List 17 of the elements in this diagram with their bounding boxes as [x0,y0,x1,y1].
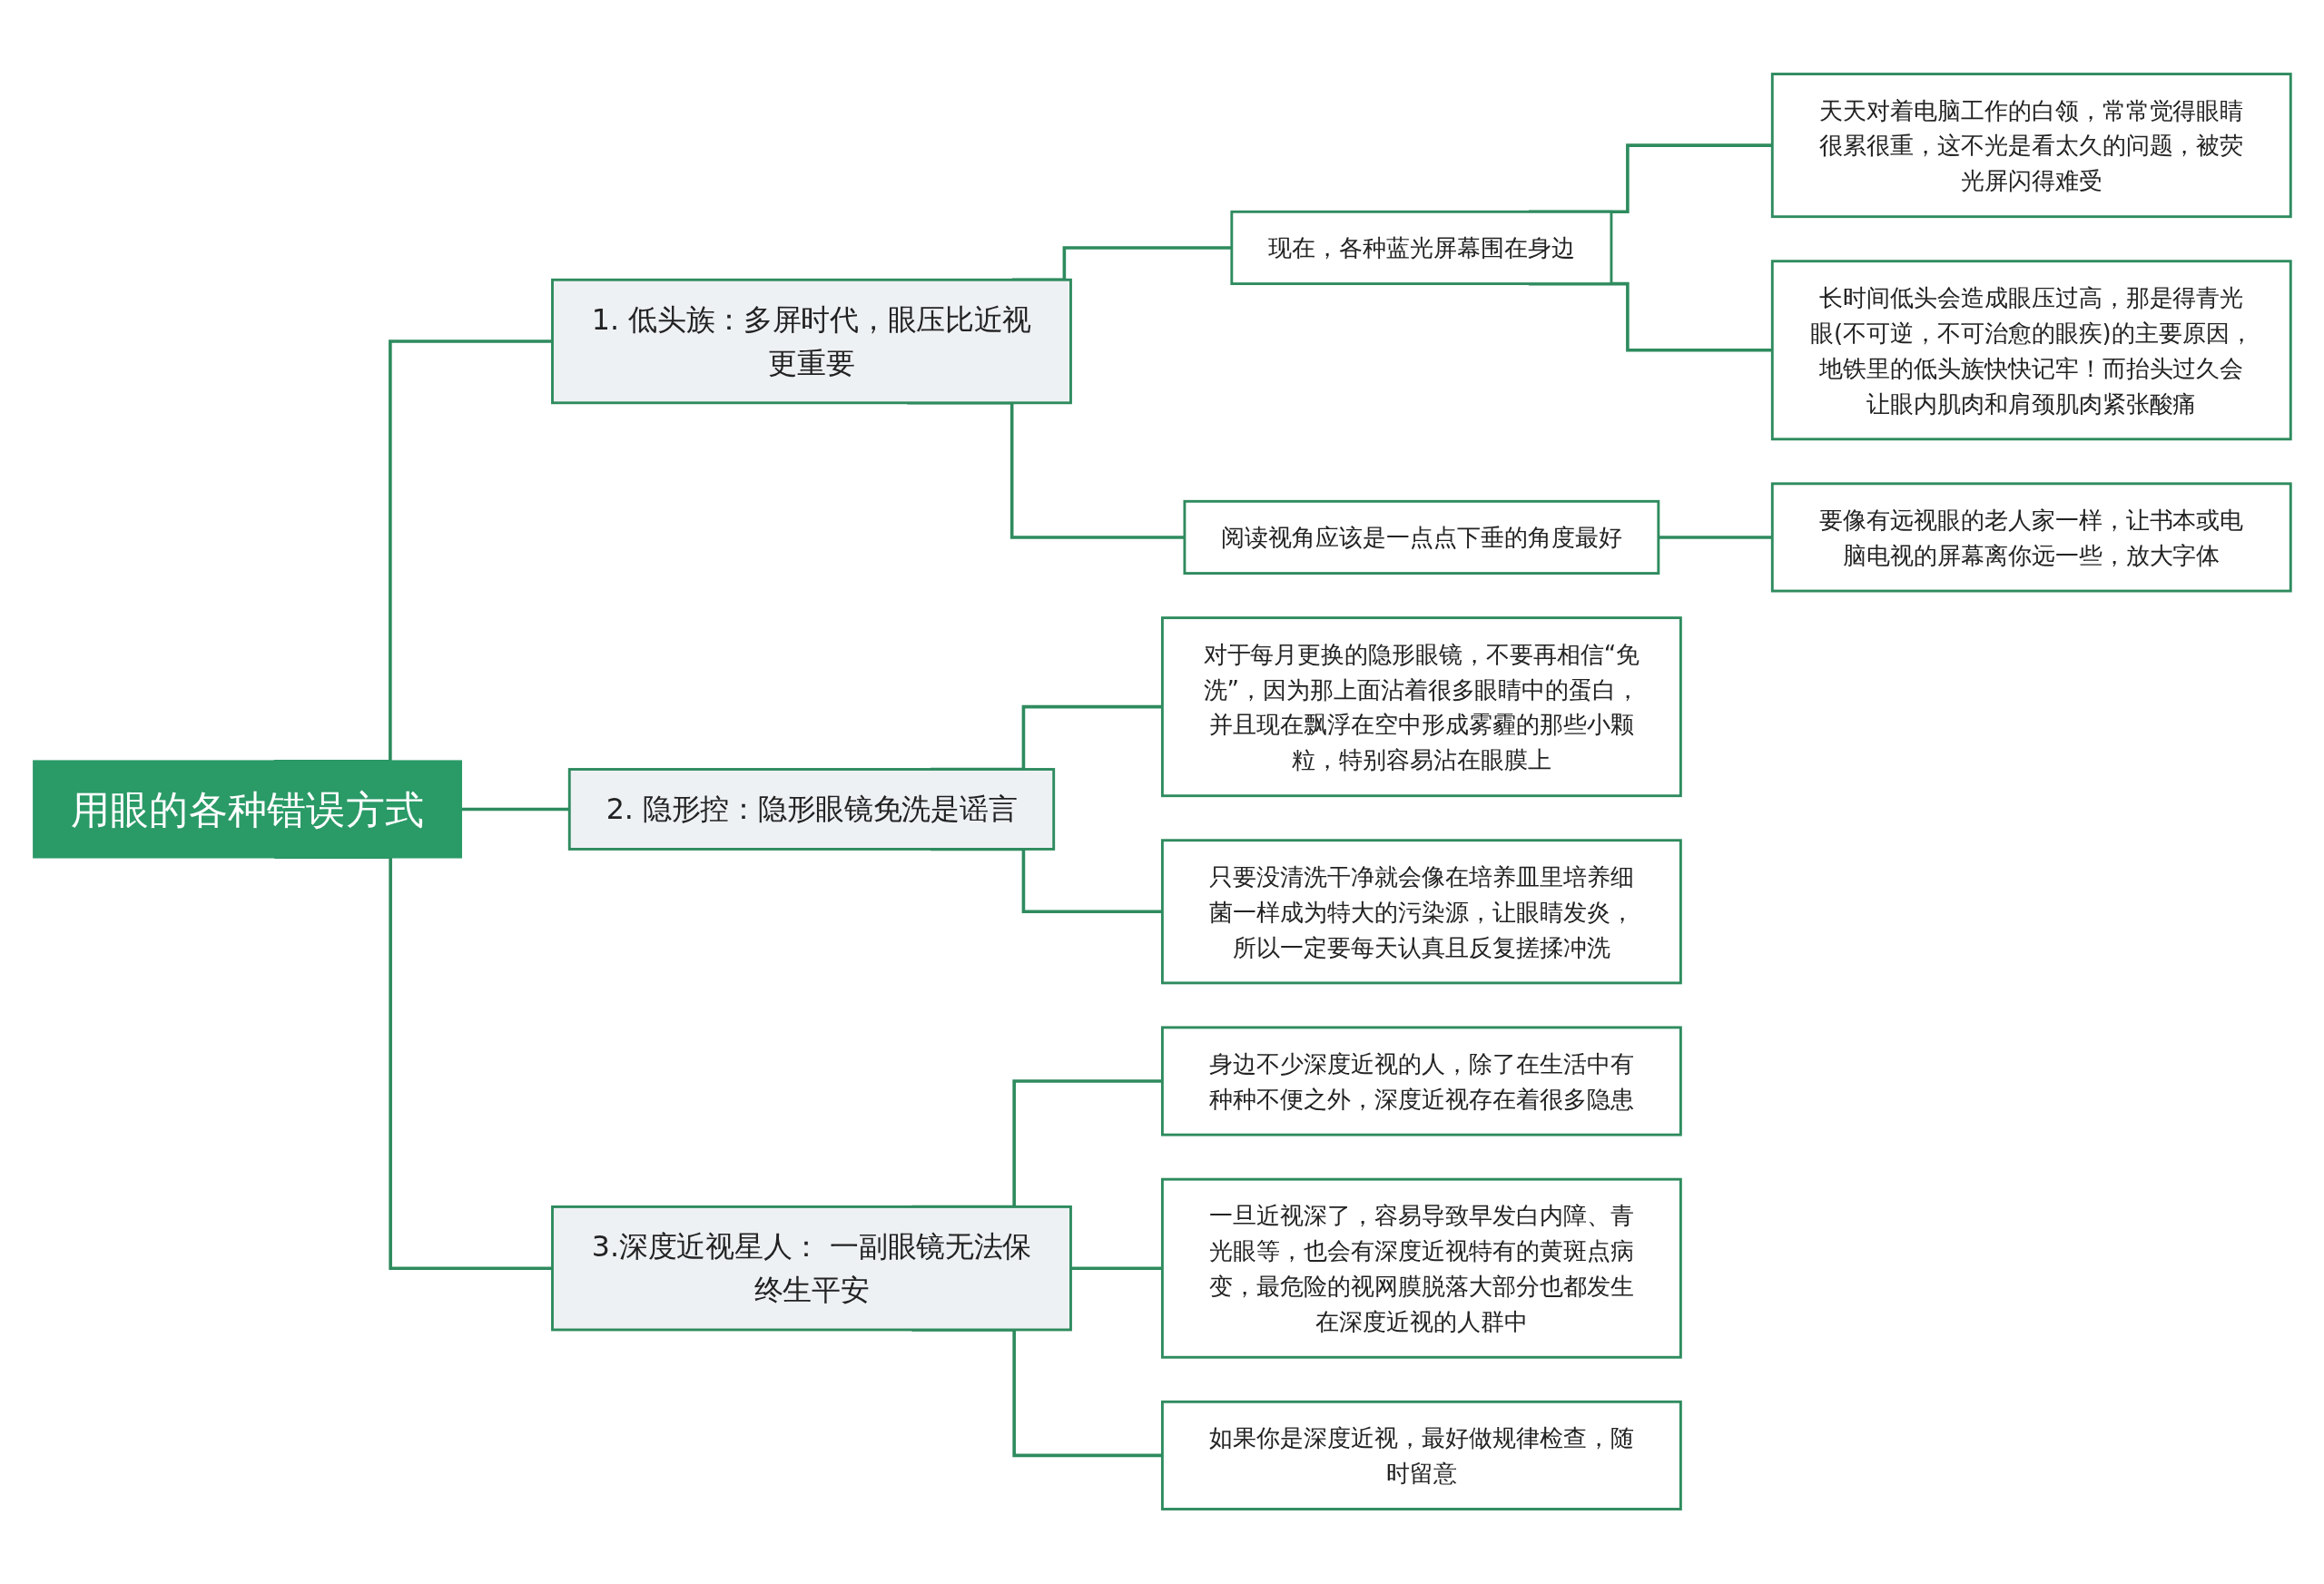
connector [1658,536,1772,540]
node-box: 1. 低头族：多屏时代，眼压比近视更重要 [550,279,1072,405]
node-box: 一旦近视深了，容易导致早发白内障、青光眼等，也会有深度近视特有的黄斑点病变，最危险的视网膜脱落大部分也都发生在深度近视的人群中 [1160,1178,1682,1360]
node-box: 用眼的各种错误方式 [32,760,462,860]
node-box: 现在，各种蓝光屏幕围在身边 [1229,211,1612,286]
node-box: 对于每月更换的隐形眼镜，不要再相信“免洗”，因为那上面沾着很多眼睛中的蛋白，并且现在飘浮在空中形成雾霾的那些小颗粒，特别容易沾在眼膜上 [1160,616,1682,798]
connector [460,808,569,812]
node-box: 3.深度近视星人： 一副眼镜无法保终生平安 [550,1205,1072,1332]
node-box: 天天对着电脑工作的白领，常常觉得眼睛很累很重，这不光是看太久的问题，被荧光屏闪得难受 [1770,73,2292,219]
node-box: 阅读视角应该是一点点下垂的角度最好 [1183,500,1659,576]
node-box: 如果你是深度近视，最好做规律检查，随时留意 [1160,1401,1682,1511]
node-box: 要像有远视眼的老人家一样，让书本或电脑电视的屏幕离你远一些，放大字体 [1770,482,2292,593]
node-box: 2. 隐形控：隐形眼镜免洗是谣言 [567,768,1055,851]
connector [1070,1266,1162,1271]
node-box: 只要没清洗干净就会像在培养皿里培养细菌一样成为特大的污染源，让眼睛发炎，所以一定要每天认真且反复搓揉冲洗 [1160,839,1682,985]
node-box: 长时间低头会造成眼压过高，那是得青光眼(不可逆，不可治愈的眼疾)的主要原因，地铁里的低头族快快记牢！而抬头过久会让眼内肌肉和肩颈肌肉紧张酸痛 [1770,260,2292,441]
node-box: 身边不少深度近视的人，除了在生活中有种种不便之外，深度近视存在着很多隐患 [1160,1026,1682,1137]
